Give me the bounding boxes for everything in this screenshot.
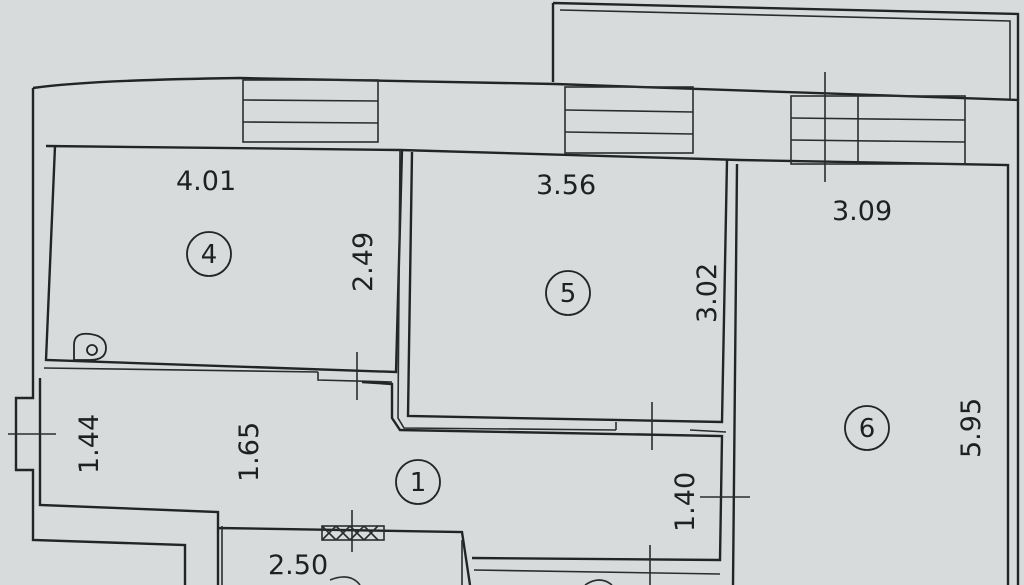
window-room-4 bbox=[242, 79, 379, 143]
svg-text:5: 5 bbox=[560, 279, 577, 309]
lower-room-dimension-label: 2.50 bbox=[268, 550, 328, 581]
vestibule-dimension-label: 1.44 bbox=[74, 414, 105, 474]
window-room-6 bbox=[790, 72, 966, 182]
room-6-width-label: 3.09 bbox=[832, 196, 892, 227]
balcony-outline bbox=[551, 1, 1020, 100]
room-5-number: 5 bbox=[545, 270, 591, 316]
room-6-walls bbox=[731, 163, 739, 585]
room-1-width-label: 1.65 bbox=[234, 422, 265, 482]
svg-text:1: 1 bbox=[410, 468, 427, 498]
room-6-number: 6 bbox=[844, 405, 890, 451]
svg-text:6: 6 bbox=[859, 414, 876, 444]
outer-wall bbox=[32, 76, 1020, 585]
room-1-walls bbox=[38, 378, 724, 585]
toilet-icon bbox=[73, 332, 107, 361]
room-5-walls bbox=[406, 151, 729, 424]
room-1-number: 1 bbox=[395, 459, 441, 505]
room-4-width-label: 4.01 bbox=[176, 166, 236, 197]
vent-hatch bbox=[321, 510, 385, 552]
window-room-5 bbox=[564, 86, 694, 154]
room-4-number: 4 bbox=[186, 231, 232, 277]
room-6-height-label: 5.95 bbox=[956, 398, 987, 458]
room-5-width-label: 3.56 bbox=[536, 170, 596, 201]
svg-text:4: 4 bbox=[201, 240, 218, 270]
room-5-height-label: 3.02 bbox=[692, 263, 723, 323]
room-1-height-label: 1.40 bbox=[670, 472, 701, 532]
room-4-height-label: 2.49 bbox=[348, 232, 379, 292]
